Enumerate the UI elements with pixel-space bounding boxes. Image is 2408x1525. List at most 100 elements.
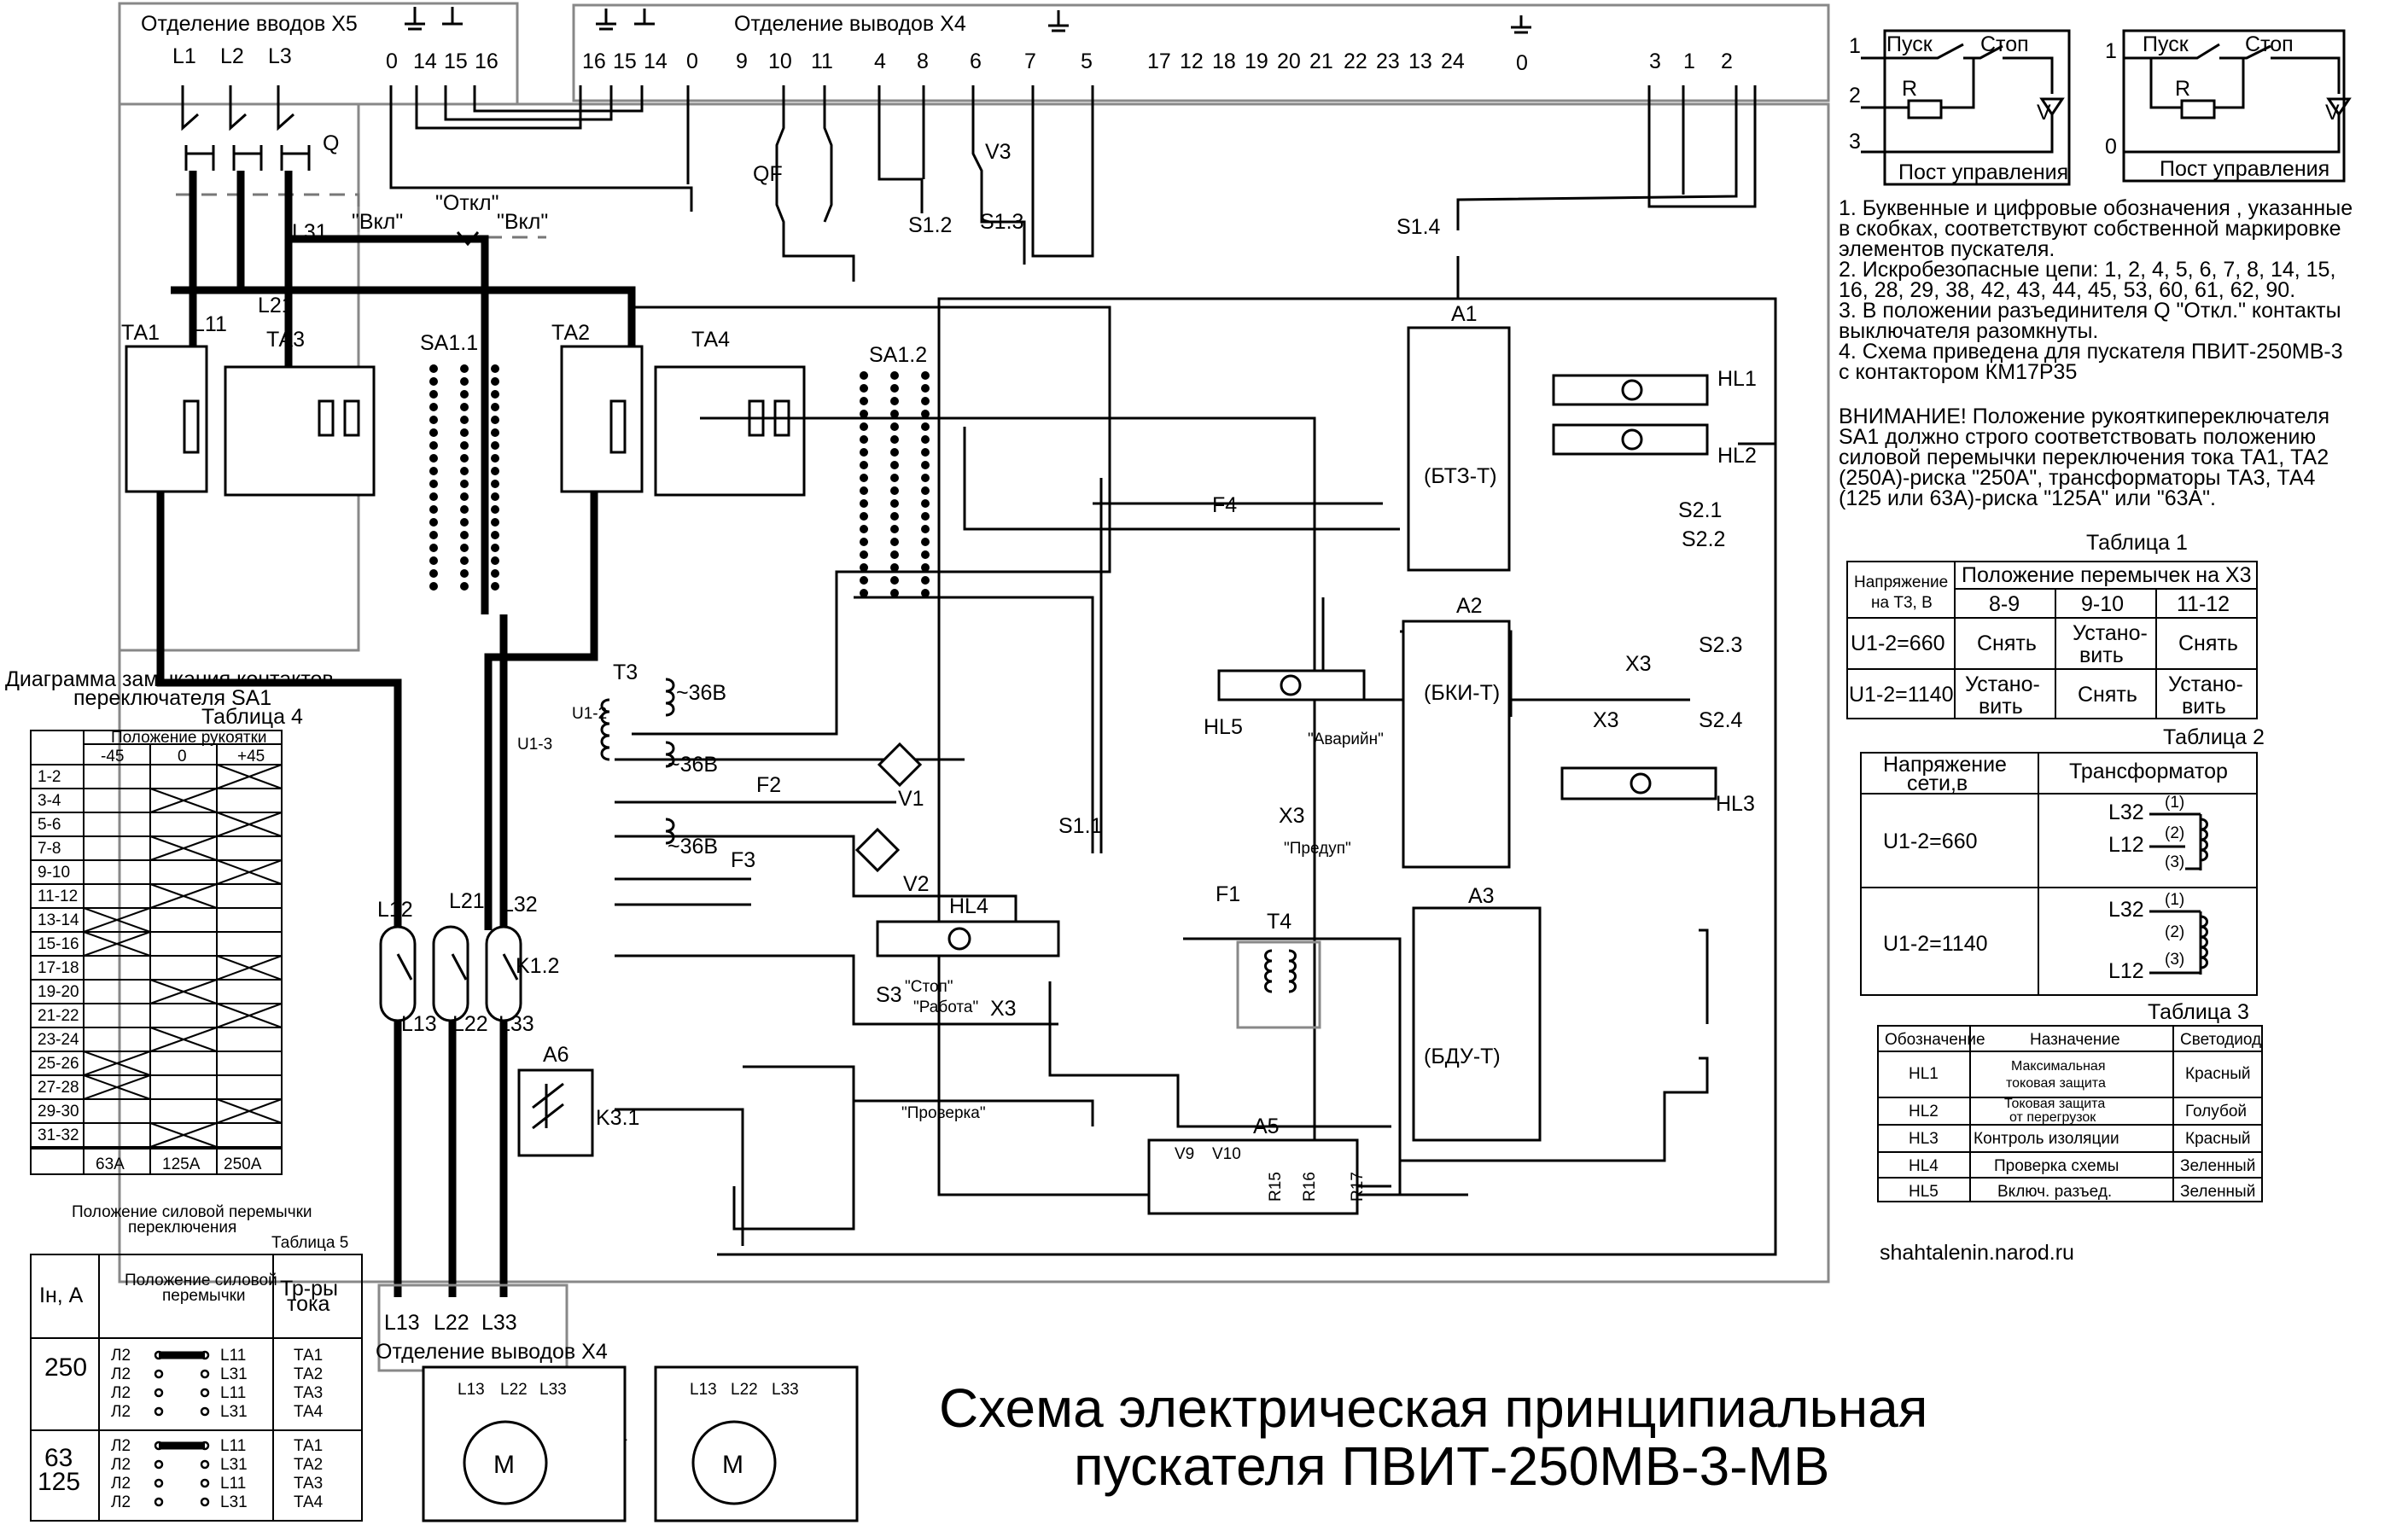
switch-contact [860, 525, 868, 533]
switch-contact [460, 505, 469, 514]
switch-contact [921, 410, 930, 418]
table3-cell: HL1 [1909, 1065, 1939, 1083]
switch-contact [890, 499, 899, 508]
out-l13: L13 [384, 1311, 420, 1335]
transformer-t3: Т3 ~36В ~36В ~36В U1-2 U1-3 [517, 661, 726, 859]
diagram-title: Схема электрическая принципиальная [939, 1377, 1927, 1439]
switch-contact [460, 582, 469, 591]
switch-contact [460, 428, 469, 437]
indicator-hl1: HL1 [1552, 367, 1757, 406]
ac36-label: ~36В [668, 835, 718, 859]
table5-heading: Положение силовой перемычки [72, 1203, 312, 1221]
x4-terminal-1: 1 [1683, 49, 1695, 73]
ta1-label: ТА1 [121, 321, 160, 345]
table4-header: -45 [101, 748, 124, 765]
switch-contact [460, 569, 469, 578]
switch-contact [491, 518, 499, 527]
ac36-label: ~36В [668, 753, 718, 777]
f4-label: F4 [1212, 493, 1237, 517]
contact-closed-mark [216, 859, 283, 885]
table3-cell: HL4 [1909, 1157, 1939, 1175]
switch-contact [921, 435, 930, 444]
x5-terminal-L3: L3 [268, 44, 292, 68]
switch-contact [921, 563, 930, 572]
switch-contact [429, 544, 438, 552]
table2-header: Трансформатор [2069, 760, 2228, 783]
contact-closed-mark [83, 1051, 151, 1076]
switch-contact [890, 435, 899, 444]
r16-label: R16 [1301, 1172, 1319, 1202]
table3-cell: HL5 [1909, 1183, 1939, 1201]
ground-icon [442, 7, 463, 26]
inputs-x5-label: Отделение вводов Х5 [141, 12, 358, 36]
table1-cell: вить [2079, 643, 2124, 667]
stop-position-label: "Стоп" [905, 978, 953, 996]
table4-heading: переключателя SA1 [73, 686, 271, 710]
motor-2: M L13 L22 L33 [654, 1365, 859, 1522]
x4-terminal-5: 5 [1081, 49, 1093, 73]
jumper-right-label: L31 [220, 1493, 248, 1511]
table3-cell: токовая защита [2006, 1076, 2106, 1091]
switch-contact [491, 544, 499, 552]
jumper-terminal [154, 1478, 164, 1488]
switch-contact [921, 397, 930, 405]
table4-rows: 1-23-45-67-89-1011-1213-1415-1617-1819-2… [31, 764, 283, 1148]
tap-label: (2) [2165, 824, 2184, 842]
table4-row-label: 13-14 [38, 911, 79, 929]
jumper-terminal [200, 1406, 210, 1417]
switch-contact [460, 454, 469, 463]
switch-contact [491, 390, 499, 399]
switch-contact [921, 512, 930, 521]
sa11-label: SA1.1 [420, 331, 478, 355]
transformer-t4: Т4 [1236, 910, 1321, 1029]
transformer-label: ТА1 [294, 1347, 323, 1365]
l22-label: L22 [452, 1012, 488, 1036]
x4-terminal-9: 9 [736, 49, 748, 73]
l11-label: L11 [193, 312, 227, 336]
switch-contact [491, 441, 499, 450]
table4-row-label: 5-6 [38, 816, 61, 834]
switch-contact [429, 364, 438, 373]
tap-label: L12 [2108, 833, 2144, 857]
tap-label: L12 [2108, 959, 2144, 983]
motor-terminal: L22 [500, 1381, 528, 1399]
table1-cell: Устано- [2168, 672, 2243, 696]
control-post-2: Пуск Стоп Пост управления R V 1 0 [2105, 29, 2352, 183]
out-l22: L22 [434, 1311, 469, 1335]
jumper-left-label: Л2 [111, 1475, 131, 1493]
switch-contact [890, 371, 899, 380]
table3-cell: Красный [2185, 1065, 2250, 1083]
switch-contact [890, 461, 899, 469]
k31-label: K3.1 [596, 1106, 639, 1130]
indicator-hl5: HL5 [1204, 669, 1366, 739]
switch-contact [491, 428, 499, 437]
switch-labels: QF V3 S1.2 S1.3 S1.4 S1.1 S2.1 S2.2 S2.3… [596, 140, 1743, 1456]
switch-contact [921, 550, 930, 559]
jumper-left-label: Л2 [111, 1437, 131, 1455]
table4-header: Положение рукоятки [111, 729, 267, 747]
jumper-terminal [154, 1406, 164, 1417]
switch-contact [429, 569, 438, 578]
switch-contact [890, 550, 899, 559]
x4-terminal-2: 2 [1721, 49, 1733, 73]
contact-closed-mark [149, 835, 218, 861]
table4-row-label: 3-4 [38, 792, 61, 810]
note-line: 1. Буквенные и цифровые обозначения , ук… [1839, 196, 2353, 220]
u13-label: U1-3 [517, 736, 552, 754]
ground-icon [405, 7, 425, 31]
q-on-label: "Вкл" [497, 210, 548, 234]
s3-label: S3 [876, 983, 902, 1007]
jumper-right-label: L31 [220, 1456, 248, 1474]
l12-label: L12 [377, 898, 413, 922]
x4-terminal-3: 3 [1649, 49, 1661, 73]
table4-row-label: 7-8 [38, 840, 61, 858]
ta4-label: ТА4 [691, 328, 730, 352]
switch-contact [921, 384, 930, 393]
motor-1: M L13 L22 L33 [422, 1365, 627, 1522]
switch-contact [460, 492, 469, 501]
tap-label: L32 [2108, 800, 2144, 824]
x4-terminal-23: 23 [1376, 49, 1400, 73]
note-line: 4. Схема приведена для пускателя ПВИТ-25… [1839, 340, 2343, 364]
avar-label: "Аварийн" [1308, 730, 1384, 748]
s11-label: S1.1 [1058, 814, 1102, 838]
